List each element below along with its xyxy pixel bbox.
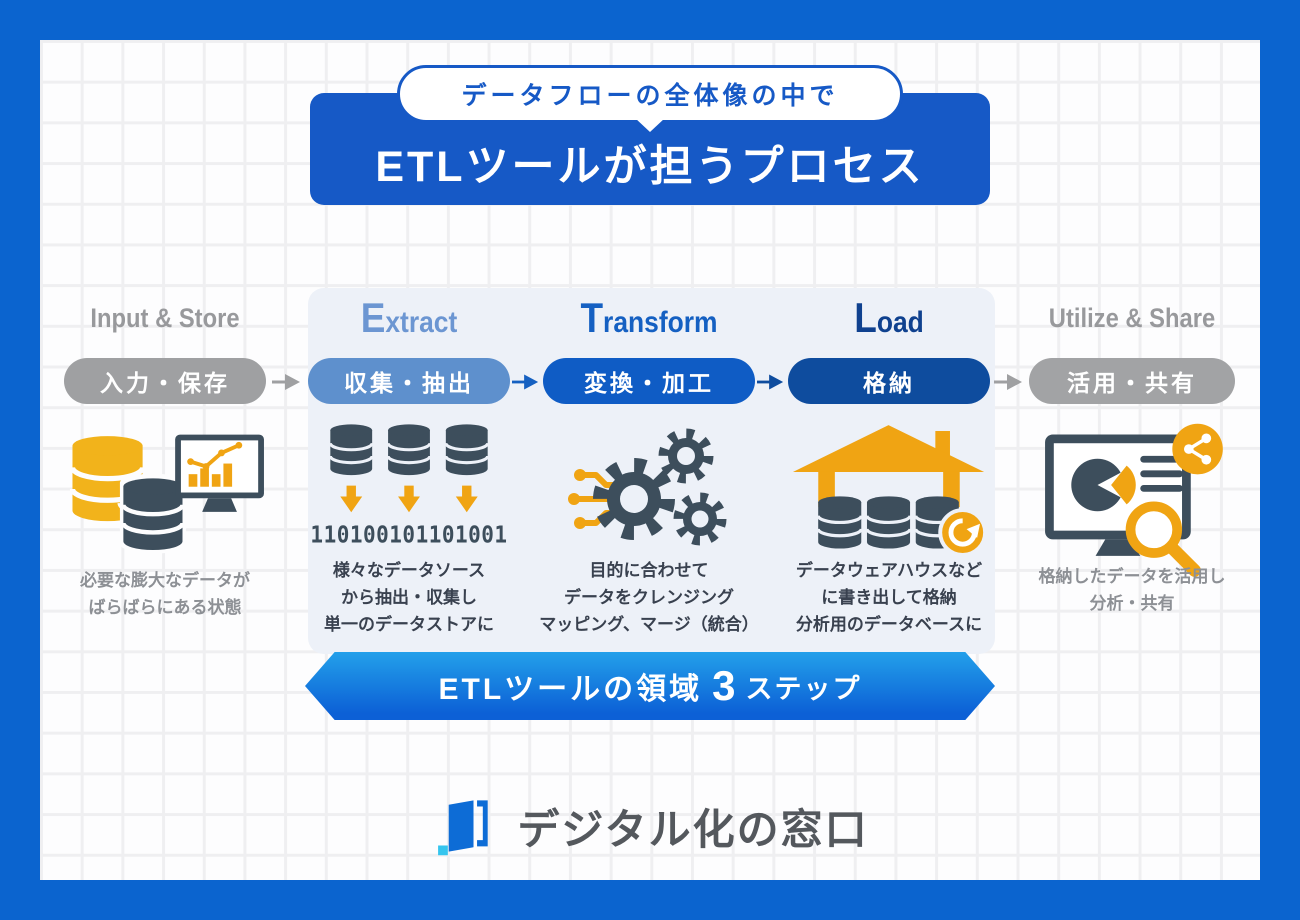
icon-row: 110100101101001 — [302, 423, 516, 563]
footer-brand: デジタル化の窓口 — [40, 786, 1260, 866]
step-pill-extract: 収集・抽出 — [308, 358, 510, 404]
step-pill-transform: 変換・加工 — [543, 358, 755, 404]
gear-large-icon — [592, 458, 675, 540]
gears-circuit-icon — [567, 428, 726, 546]
column-utilize-share: Utilize & Share 活用・共有 — [1023, 295, 1241, 675]
step-description: データウェアハウスなど に書き出して格納 分析用のデータベースに — [795, 561, 983, 634]
page-title: ETLツールが担うプロセス — [375, 143, 925, 191]
step-en-label: Transform — [580, 294, 718, 341]
monitor-analytics-share-icon — [1045, 423, 1223, 577]
databases-and-monitor-icon — [60, 423, 264, 563]
column-extract: Extract 収集・抽出 110100101101001 様々なデータソース … — [302, 295, 516, 675]
download-arrow-icon — [455, 485, 478, 513]
icon-row — [1023, 417, 1241, 587]
gear-small-bottom-icon — [673, 492, 726, 546]
download-arrow-icon — [398, 485, 420, 513]
flow-arrow-icon — [994, 372, 1024, 392]
step-description: 必要な膨大なデータが ばらばらにある状態 — [80, 571, 250, 617]
ribbon-step-suffix: ステップ — [745, 673, 862, 704]
step-description: 目的に合わせて データをクレンジング マッピング、マージ（統合） — [539, 561, 759, 634]
gear-small-top-icon — [658, 428, 713, 484]
step-pill-input-store: 入力・保存 — [64, 358, 266, 404]
column-transform: Transform 変換・加工 — [532, 295, 766, 675]
refresh-badge-icon — [938, 508, 988, 557]
title-speech-bubble: データフローの全体像の中で — [397, 65, 903, 132]
column-input-store: Input & Store 入力・保存 — [58, 295, 272, 675]
brand-name: デジタル化の窓口 — [517, 805, 869, 853]
warehouse-databases-icon — [792, 425, 988, 557]
step-description: 様々なデータソース から抽出・収集し 単一のデータストアに — [324, 561, 494, 634]
bubble-label: データフローの全体像の中で — [461, 82, 839, 110]
bar-chart-monitor-icon — [175, 434, 264, 512]
step-pill-utilize-share: 活用・共有 — [1029, 358, 1235, 404]
databases-download-binary-icon — [328, 423, 490, 513]
download-arrow-icon — [340, 485, 363, 513]
step-en-label: Load — [854, 294, 924, 341]
share-badge-icon — [1172, 423, 1223, 475]
icon-row — [532, 423, 766, 563]
step-description: 格納したデータを活用し 分析・共有 — [1038, 567, 1226, 613]
open-door-logo-icon — [438, 800, 489, 856]
ribbon-step-number: 3 — [712, 662, 736, 709]
binary-data-text: 110100101101001 — [310, 522, 508, 548]
step-en-label: Input & Store — [90, 303, 240, 333]
flow-arrow-icon — [272, 372, 302, 392]
step-pill-load: 格納 — [788, 358, 990, 404]
step-en-label: Extract — [360, 294, 458, 341]
ribbon-label: ETLツールの領域 — [438, 673, 703, 706]
etl-scope-ribbon: ETLツールの領域 3 ステップ — [305, 652, 995, 720]
flow-arrow-icon — [512, 372, 540, 392]
icon-row — [58, 423, 272, 563]
magnifier-icon — [1125, 501, 1201, 577]
column-load: Load 格納 データウェアハウスなど に書き出して格納 分析用のデー — [782, 295, 996, 675]
step-en-label: Utilize & Share — [1048, 303, 1216, 333]
pie-chart-icon — [1071, 458, 1136, 512]
infographic-canvas: ETLツールが担うプロセス データフローの全体像の中で Input & Stor… — [40, 40, 1260, 880]
icon-row — [782, 423, 996, 563]
flow-arrow-icon — [757, 372, 785, 392]
